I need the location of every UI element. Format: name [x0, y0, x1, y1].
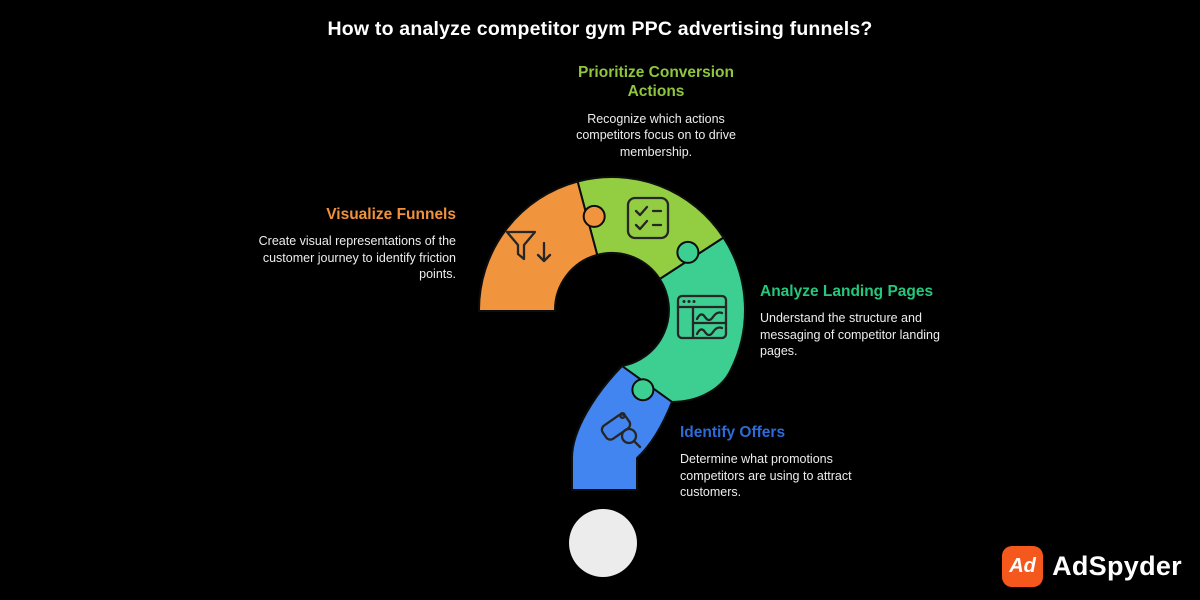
section-description: Understand the structure and messaging o…: [760, 311, 940, 359]
adspyder-logo-text: AdSpyder: [1052, 551, 1182, 581]
section-description: Create visual representations of the cus…: [258, 234, 456, 282]
knob-orange-green: [582, 204, 606, 228]
puzzle-piece-analyze: [621, 236, 746, 403]
puzzle-piece-visualize: [477, 180, 599, 312]
adspyder-logo: Ad AdSpyder: [1002, 546, 1182, 587]
section-identify-offers: Identify Offers Determine what promotion…: [680, 423, 870, 501]
section-prioritize-conversion-actions: Prioritize Conversion Actions Recognize …: [563, 63, 749, 160]
section-visualize-funnels: Visualize Funnels Create visual represen…: [254, 205, 456, 283]
funnel-icon: [505, 230, 552, 263]
checklist-icon: [626, 196, 670, 240]
section-analyze-landing-pages: Analyze Landing Pages Understand the str…: [760, 282, 940, 360]
section-heading: Analyze Landing Pages: [760, 283, 934, 300]
section-heading: Identify Offers: [680, 424, 786, 441]
page-title: How to analyze competitor gym PPC advert…: [327, 18, 873, 40]
landing-page-icon: [676, 294, 728, 340]
section-description: Recognize which actions competitors focu…: [576, 111, 736, 159]
adspyder-logo-icon: Ad: [1002, 546, 1044, 587]
section-description: Determine what promotions competitors ar…: [680, 452, 852, 500]
puzzle-question-mark: [477, 176, 746, 577]
question-mark-dot: [569, 509, 637, 577]
offer-tag-icon: [600, 412, 642, 449]
section-heading: Prioritize Conversion Actions: [578, 64, 734, 101]
section-heading: Visualize Funnels: [326, 206, 456, 223]
knob-teal-green: [676, 240, 700, 264]
knob-teal-blue: [631, 378, 655, 402]
